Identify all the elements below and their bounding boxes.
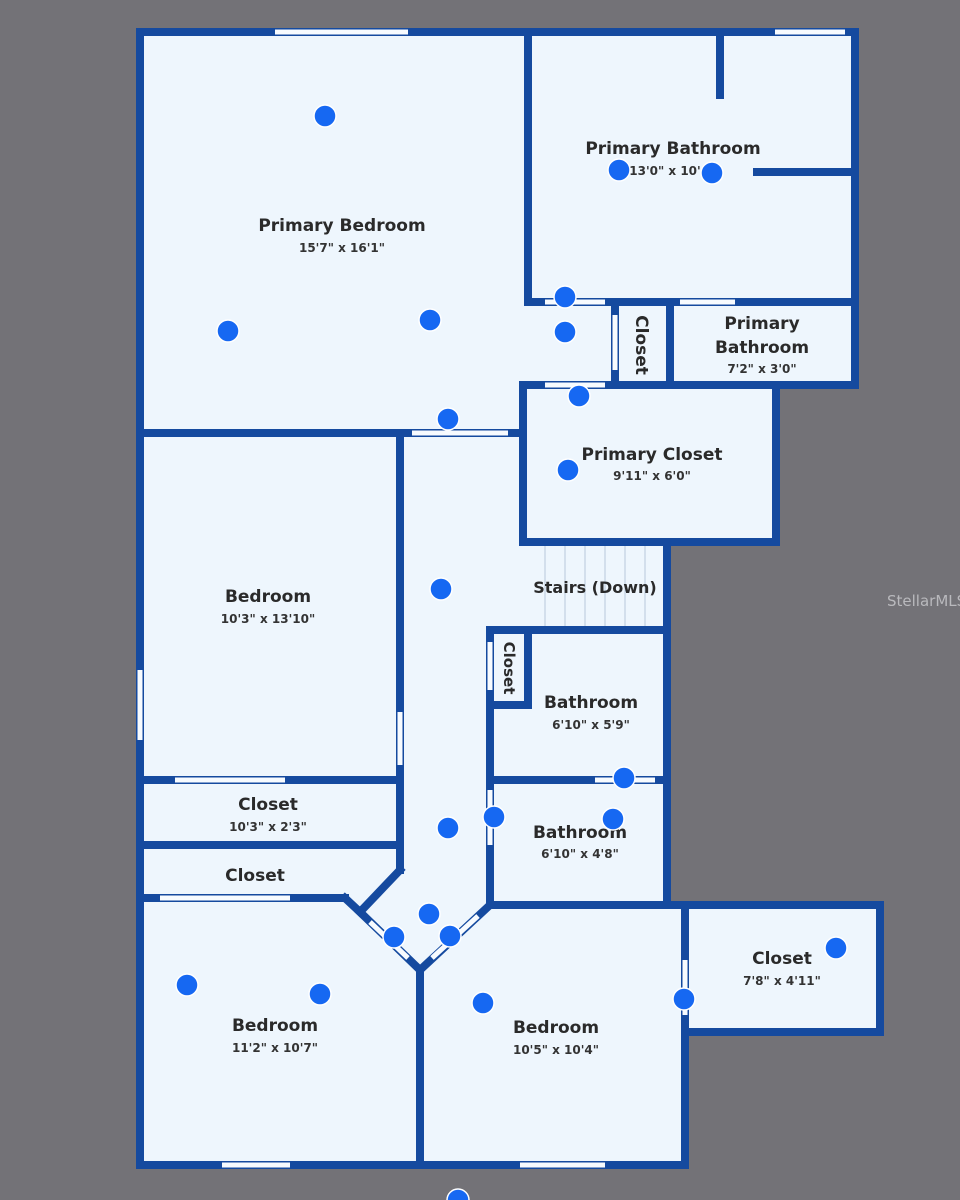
hotspot-marker[interactable] <box>672 987 696 1011</box>
hotspot-marker[interactable] <box>824 936 848 960</box>
hotspot-marker[interactable] <box>175 973 199 997</box>
hotspot-marker[interactable] <box>216 319 240 343</box>
room-label-bedroom-1: Bedroom <box>225 587 311 607</box>
hotspot-marker[interactable] <box>436 816 460 840</box>
room-label-bathroom-1: Bathroom <box>544 693 638 713</box>
room-dim-bedroom-3: 10'5" x 10'4" <box>513 1043 599 1057</box>
room-label-closet-small: Closet <box>631 315 651 375</box>
room-dim-closet-1: 10'3" x 2'3" <box>229 820 307 834</box>
room-label-closet-hall: Closet <box>500 642 518 695</box>
room-label-closet-1: Closet <box>238 795 298 815</box>
hotspot-marker[interactable] <box>446 1188 470 1200</box>
hotspot-marker[interactable] <box>556 458 580 482</box>
room-dim-bathroom-1: 6'10" x 5'9" <box>552 718 630 732</box>
watermark: StellarMLS <box>887 592 960 610</box>
hotspot-marker[interactable] <box>436 407 460 431</box>
hotspot-marker[interactable] <box>438 924 462 948</box>
room-dim-primary-bathroom-2: 7'2" x 3'0" <box>727 362 796 376</box>
hotspot-marker[interactable] <box>601 807 625 831</box>
hotspot-marker[interactable] <box>553 320 577 344</box>
hotspot-markers <box>175 104 848 1200</box>
hotspot-marker[interactable] <box>382 925 406 949</box>
room-label-primary-bathroom: Primary Bathroom <box>585 139 760 159</box>
room-dim-bedroom-1: 10'3" x 13'10" <box>221 612 315 626</box>
room-dim-closet-3: 7'8" x 4'11" <box>743 974 821 988</box>
room-label-bedroom-2: Bedroom <box>232 1016 318 1036</box>
hotspot-marker[interactable] <box>553 285 577 309</box>
room-label-closet-2: Closet <box>225 866 285 886</box>
room-dim-primary-closet: 9'11" x 6'0" <box>613 469 691 483</box>
hotspot-marker[interactable] <box>418 308 442 332</box>
room-label-bathroom-2: Bathroom <box>533 823 627 843</box>
room-dim-primary-bathroom: 13'0" x 10' <box>629 164 700 178</box>
room-dim-bedroom-2: 11'2" x 10'7" <box>232 1041 318 1055</box>
room-label-stairs: Stairs (Down) <box>533 578 657 597</box>
hotspot-marker[interactable] <box>607 158 631 182</box>
room-label-primary-closet: Primary Closet <box>582 445 723 465</box>
room-dim-bathroom-2: 6'10" x 4'8" <box>541 847 619 861</box>
room-label-primary-bathroom-2a: Primary <box>724 314 799 334</box>
stairs-treads <box>544 546 646 628</box>
hotspot-marker[interactable] <box>482 805 506 829</box>
room-label-closet-3: Closet <box>752 949 812 969</box>
hotspot-marker[interactable] <box>308 982 332 1006</box>
hotspot-marker[interactable] <box>567 384 591 408</box>
hotspot-marker[interactable] <box>471 991 495 1015</box>
hotspot-marker[interactable] <box>429 577 453 601</box>
room-dim-primary-bedroom: 15'7" x 16'1" <box>299 241 385 255</box>
hotspot-marker[interactable] <box>417 902 441 926</box>
room-label-primary-bedroom: Primary Bedroom <box>258 216 425 236</box>
room-label-primary-bathroom-2b: Bathroom <box>715 338 809 358</box>
room-label-bedroom-3: Bedroom <box>513 1018 599 1038</box>
hotspot-marker[interactable] <box>700 161 724 185</box>
hotspot-marker[interactable] <box>313 104 337 128</box>
hotspot-marker[interactable] <box>612 766 636 790</box>
floor-fill <box>140 32 880 1165</box>
